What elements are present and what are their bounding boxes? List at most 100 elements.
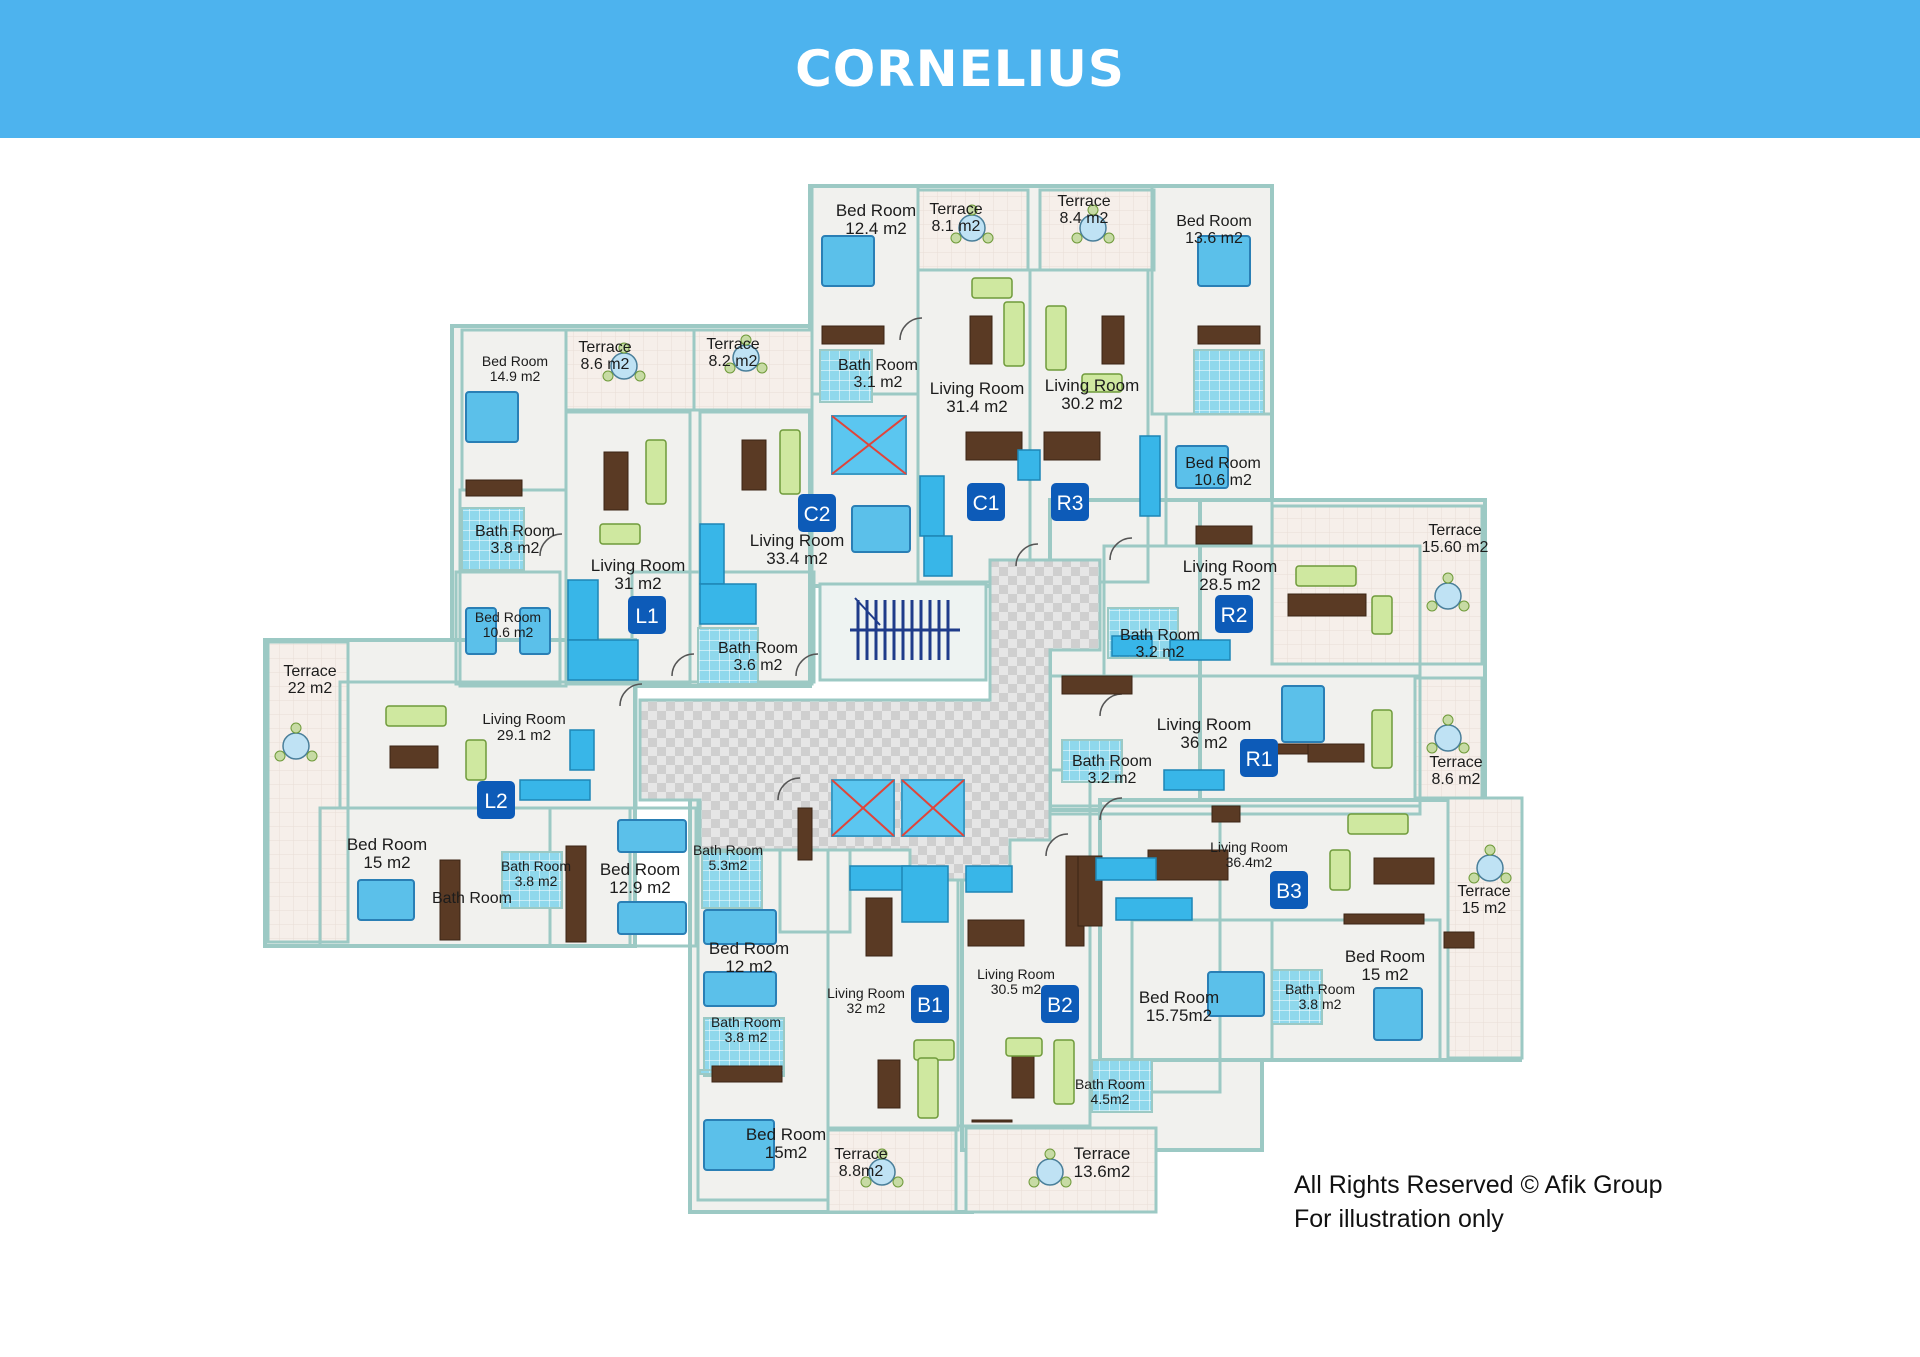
bathroom-tiles bbox=[1061, 739, 1123, 783]
wood-furniture-icon bbox=[797, 807, 813, 861]
sofa-icon bbox=[1329, 849, 1351, 891]
room-name-label: Bath Room bbox=[501, 858, 571, 874]
room-area-label: 12.9 m2 bbox=[609, 878, 670, 897]
room-name-label: Terrace bbox=[283, 663, 336, 680]
room-name-label: Bed Room bbox=[1139, 988, 1219, 1007]
wood-furniture-icon bbox=[1077, 855, 1103, 927]
terrace-table-icon bbox=[1434, 724, 1462, 752]
sofa-icon bbox=[913, 1039, 955, 1061]
kitchen-counter-icon bbox=[699, 583, 757, 625]
kitchen-counter-icon bbox=[569, 729, 595, 771]
kitchen-counter-icon bbox=[1115, 897, 1193, 921]
unit-badge-label: C1 bbox=[973, 492, 1000, 515]
kitchen-counter-icon bbox=[901, 865, 949, 923]
wood-furniture-icon bbox=[603, 451, 629, 511]
bathroom-tiles bbox=[697, 627, 759, 685]
room-area-label: 10.6 m2 bbox=[1194, 472, 1252, 489]
wood-furniture-icon bbox=[1197, 325, 1261, 345]
room-area-label: 3.8 m2 bbox=[515, 873, 558, 889]
terrace-chair-icon bbox=[950, 232, 962, 244]
bed-icon bbox=[1373, 987, 1423, 1041]
room-name-label: Bath Room bbox=[1120, 627, 1200, 644]
unit-badge bbox=[477, 781, 515, 819]
room-name-label: Living Room bbox=[977, 966, 1055, 982]
room-area-label: 15m2 bbox=[765, 1143, 808, 1162]
unit-badge bbox=[911, 985, 949, 1023]
kitchen-counter-icon bbox=[965, 865, 1013, 893]
sofa-icon bbox=[1295, 565, 1357, 587]
wood-furniture-icon bbox=[389, 745, 439, 769]
terrace-chair-icon bbox=[1458, 742, 1470, 754]
room-name-label: Living Room bbox=[591, 556, 686, 575]
wood-furniture-icon bbox=[1011, 1049, 1035, 1099]
bed-icon bbox=[519, 607, 551, 655]
sofa-icon bbox=[1081, 373, 1123, 393]
terrace-area bbox=[692, 328, 814, 412]
room-name-label: Living Room bbox=[750, 531, 845, 550]
sofa-icon bbox=[971, 277, 1013, 299]
terrace-table-icon bbox=[1476, 854, 1504, 882]
wood-furniture-icon bbox=[971, 1119, 1013, 1123]
room-name-label: Living Room bbox=[1210, 839, 1288, 855]
room-name-label: Living Room bbox=[827, 985, 905, 1001]
kitchen-counter-icon bbox=[519, 779, 591, 801]
sofa-icon bbox=[645, 439, 667, 505]
room-area-label: 28.5 m2 bbox=[1199, 575, 1260, 594]
bathroom-tiles bbox=[1271, 969, 1323, 1025]
unit-badge-label: B1 bbox=[917, 994, 943, 1017]
sofa-icon bbox=[1045, 305, 1067, 371]
unit-badge-label: R3 bbox=[1057, 492, 1084, 515]
wood-furniture-icon bbox=[1343, 913, 1425, 925]
terrace-chair-icon bbox=[1087, 204, 1099, 216]
room-name-label: Terrace bbox=[929, 201, 982, 218]
kitchen-counter-icon bbox=[1095, 857, 1157, 881]
bathroom-tiles bbox=[701, 851, 763, 909]
sofa-icon bbox=[1347, 813, 1409, 835]
terrace-chair-icon bbox=[876, 1148, 888, 1160]
room-area-label: 13.6m2 bbox=[1074, 1162, 1131, 1181]
room-name-label: Bath Room bbox=[1072, 753, 1152, 770]
terrace-chair-icon bbox=[892, 1176, 904, 1188]
bathroom-tiles bbox=[501, 851, 563, 909]
room-area-label: 13.6 m2 bbox=[1185, 230, 1243, 247]
unit-badge bbox=[1240, 739, 1278, 777]
unit-badge bbox=[1051, 483, 1089, 521]
sofa-icon bbox=[599, 523, 641, 545]
room-area-label: 32 m2 bbox=[847, 1000, 886, 1016]
terrace-chair-icon bbox=[1442, 714, 1454, 726]
door-swing bbox=[1015, 543, 1039, 567]
door-swing bbox=[899, 317, 923, 341]
kitchen-counter-icon bbox=[919, 475, 945, 537]
kitchen-counter-icon bbox=[567, 579, 599, 641]
unit-badge bbox=[628, 596, 666, 634]
room-area-label: 3.2 m2 bbox=[1136, 644, 1185, 661]
door-swing bbox=[1045, 833, 1069, 857]
terrace-chair-icon bbox=[1484, 844, 1496, 856]
terrace-chair-icon bbox=[1426, 742, 1438, 754]
room-area-label: 15 m2 bbox=[1361, 965, 1408, 984]
wood-furniture-icon bbox=[1195, 525, 1253, 545]
sofa-icon bbox=[1053, 1039, 1075, 1105]
room-name-label: Living Room bbox=[482, 711, 565, 728]
copyright-text: All Rights Reserved © Afik Group bbox=[1294, 1171, 1663, 1199]
wood-furniture-icon bbox=[877, 1059, 901, 1109]
bathroom-tiles bbox=[1091, 1059, 1153, 1113]
room-area-label: 8.1 m2 bbox=[932, 218, 981, 235]
sofa-icon bbox=[465, 739, 487, 781]
room-wall bbox=[1088, 804, 1222, 1094]
room-name-label: Living Room bbox=[1183, 557, 1278, 576]
sofa-icon bbox=[1371, 709, 1393, 769]
kitchen-counter-icon bbox=[1139, 435, 1161, 517]
footer-notice: All Rights Reserved © Afik Group For ill… bbox=[1294, 1168, 1663, 1236]
room-name-label: Bath Room bbox=[693, 842, 763, 858]
unit-badge-label: B2 bbox=[1047, 994, 1073, 1017]
unit-badge-label: R1 bbox=[1246, 748, 1273, 771]
corridor-floor bbox=[638, 558, 1102, 882]
terrace-chair-icon bbox=[306, 750, 318, 762]
room-area-label: 36.4m2 bbox=[1226, 854, 1273, 870]
room-area-label: 30.2 m2 bbox=[1061, 394, 1122, 413]
door-swing bbox=[1099, 797, 1123, 821]
wood-furniture-icon bbox=[1211, 805, 1241, 823]
wood-furniture-icon bbox=[1443, 931, 1475, 949]
